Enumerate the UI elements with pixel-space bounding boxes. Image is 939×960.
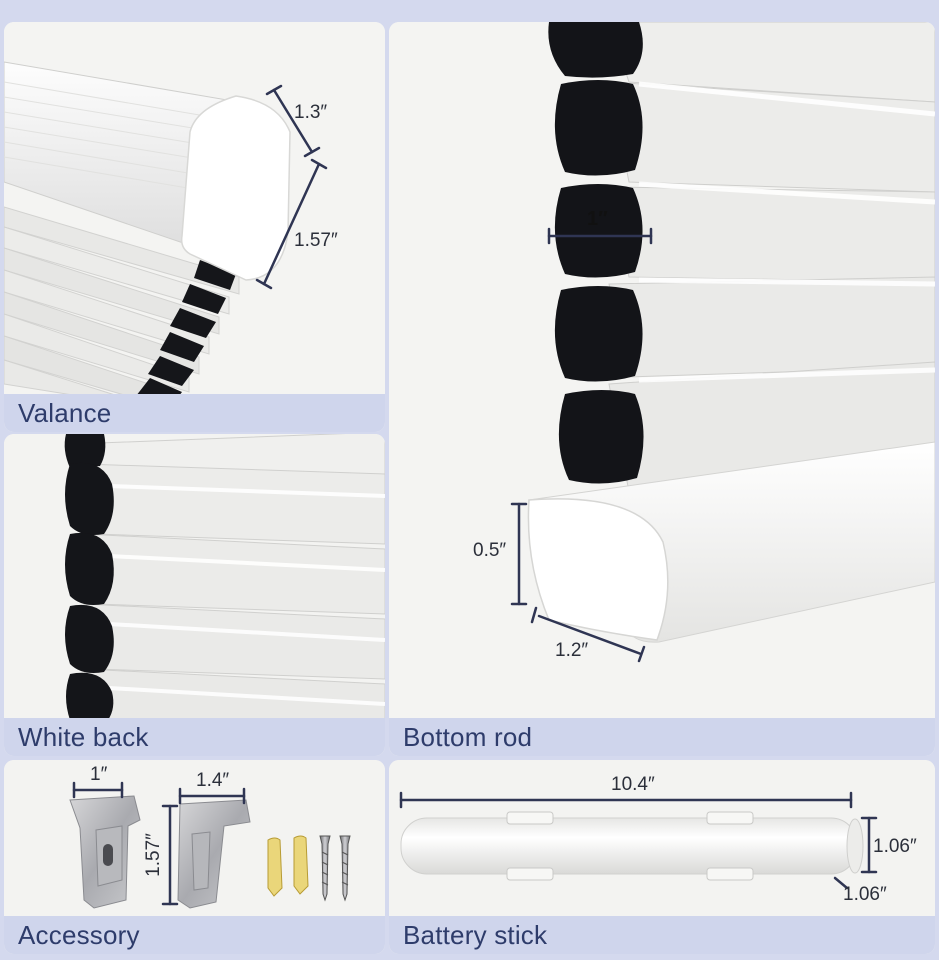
battery-length-label: 10.4″ (611, 774, 655, 795)
panel-battery-stick: 10.4″ 1.06″ 1.06″ Battery stick (389, 760, 935, 954)
valance-illustration (4, 22, 385, 432)
white-back-illustration (4, 434, 385, 756)
caption-battery-stick: Battery stick (389, 916, 935, 954)
accessory-height-label: 1.57″ (142, 833, 164, 877)
accessory-depth-label: 1.4″ (196, 770, 230, 791)
bottom-rod-illustration (389, 22, 935, 756)
rod-height-label: 0.5″ (473, 540, 507, 561)
rod-depth-label: 1.2″ (555, 640, 589, 661)
valance-depth-label: 1.3″ (294, 102, 328, 123)
caption-valance: Valance (4, 394, 385, 432)
battery-height-label: 1.06″ (873, 836, 917, 857)
panel-accessory: 1″ 1.4″ 1.57″ Accessory (4, 760, 385, 954)
accessory-width-label: 1″ (90, 764, 108, 785)
cell-width-label: 1″ (587, 208, 608, 230)
battery-depth-label: 1.06″ (843, 884, 887, 905)
panel-white-back: White back (4, 434, 385, 756)
caption-accessory: Accessory (4, 916, 385, 954)
caption-white-back: White back (4, 718, 385, 756)
panel-bottom-rod: 1″ 0.5″ 1.2″ Bottom rod (389, 22, 935, 756)
valance-height-label: 1.57″ (294, 230, 338, 251)
panel-valance: 1.3″ 1.57″ Valance (4, 22, 385, 432)
caption-bottom-rod: Bottom rod (389, 718, 935, 756)
